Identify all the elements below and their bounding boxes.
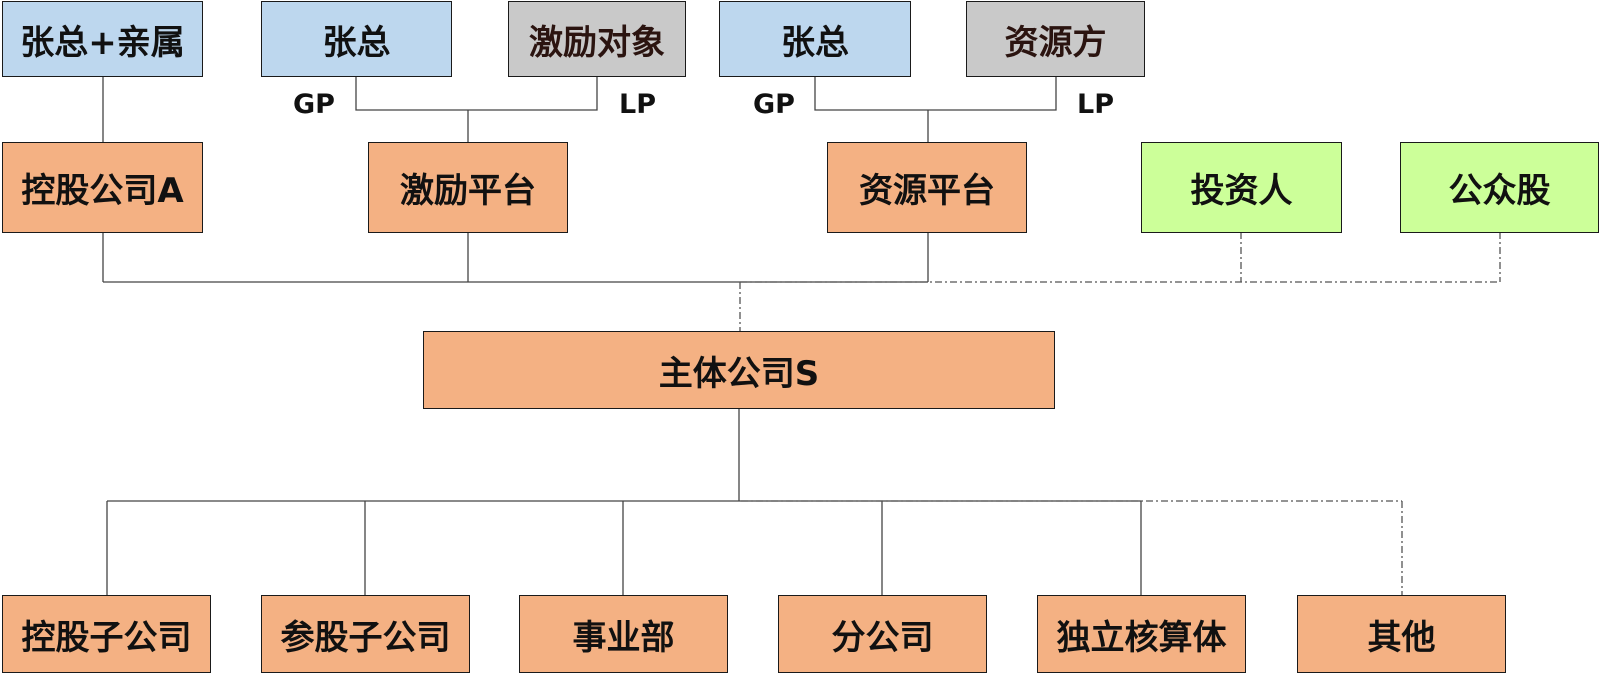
lp-resource-party: 资源方 [966,1,1145,77]
gp-label-incentive: GP [293,89,335,120]
main-entity-s: 主体公司S [423,331,1055,409]
business-division: 事业部 [519,595,728,673]
gp-zhang-incentive: 张总 [261,1,452,77]
shareholder-zhang-family: 张总+亲属 [2,1,203,77]
gp-zhang-resource: 张总 [719,1,911,77]
branch-office: 分公司 [778,595,987,673]
investor: 投资人 [1141,142,1342,233]
incentive-platform: 激励平台 [368,142,568,233]
holding-company-a: 控股公司A [2,142,203,233]
resource-platform: 资源平台 [827,142,1027,233]
lp-label-incentive: LP [619,89,656,120]
gp-label-resource: GP [753,89,795,120]
equity-subsidiary: 参股子公司 [261,595,470,673]
lp-label-resource: LP [1077,89,1114,120]
independent-profit-center: 独立核算体 [1037,595,1246,673]
other-entity: 其他 [1297,595,1506,673]
public-shares: 公众股 [1400,142,1599,233]
holding-subsidiary: 控股子公司 [2,595,211,673]
lp-incentive-target: 激励对象 [508,1,686,77]
